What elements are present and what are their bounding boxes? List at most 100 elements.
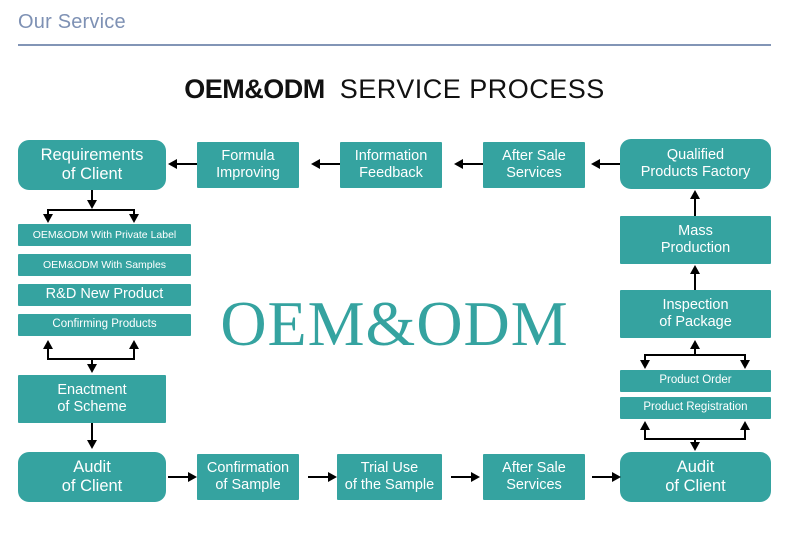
node-product-registration[interactable]: Product Registration: [620, 397, 771, 419]
node-line-1: Mass: [678, 222, 713, 239]
node-line-2: Products Factory: [640, 164, 751, 180]
node-confirming-products[interactable]: Confirming Products: [18, 314, 191, 336]
connector-trial-to-aftersale-line: [451, 476, 471, 478]
connector-order-branch-right-arrow: [740, 360, 750, 369]
node-line-2: Production: [660, 240, 731, 256]
node-line-1: Audit: [676, 457, 715, 476]
node-line-1: Formula: [221, 147, 275, 164]
node-trial-use-of-the-sample[interactable]: Trial Use of the Sample: [337, 454, 442, 500]
connector-aftersale-to-auditright-arrow: [612, 472, 621, 482]
node-line-1: OEM&ODM With Private Label: [32, 228, 177, 241]
connector-auditleft-to-confirmation-line: [168, 476, 188, 478]
connector-aftersale-to-info-line: [463, 163, 483, 165]
header-divider: [18, 44, 771, 46]
node-line-2: of Scheme: [57, 399, 127, 415]
connector-enactment-to-audit-line: [91, 423, 93, 444]
connector-auditleft-to-confirmation-arrow: [188, 472, 197, 482]
connector-audit-up-right: [744, 428, 746, 440]
diagram-title-bold: OEM&ODM: [184, 74, 325, 104]
connector-requirements-stem: [91, 190, 93, 204]
connector-factory-to-aftersale-line: [600, 163, 620, 165]
node-line-2: of Client: [61, 477, 123, 495]
connector-stack-to-enactment-arrow: [87, 364, 97, 373]
node-line-1: Confirmation: [206, 459, 290, 476]
node-oem-odm-private-label[interactable]: OEM&ODM With Private Label: [18, 224, 191, 246]
connector-order-branch-left: [644, 354, 646, 363]
connector-order-to-inspection-stem: [694, 347, 696, 356]
node-line-1: OEM&ODM With Samples: [42, 258, 167, 271]
node-line-1: Product Order: [659, 374, 732, 387]
node-line-1: Information: [354, 147, 428, 164]
node-line-2: of the Sample: [344, 477, 435, 493]
node-requirements-of-client[interactable]: Requirements of Client: [18, 140, 166, 190]
connector-mass-to-factory-arrow: [690, 190, 700, 199]
connector-order-branch-left-arrow: [640, 360, 650, 369]
node-line-1: Audit: [73, 457, 111, 476]
node-formula-improving[interactable]: Formula Improving: [197, 142, 299, 188]
node-line-1: Trial Use: [360, 459, 419, 476]
connector-stack-up-left: [47, 347, 49, 360]
connector-audit-up-right-arrow: [740, 421, 750, 430]
connector-formula-to-requirements-line: [177, 163, 197, 165]
node-line-2: of Client: [665, 477, 726, 495]
connector-mass-to-factory-line: [694, 197, 696, 218]
node-line-1: After Sale: [502, 147, 566, 164]
connector-enactment-to-audit-arrow: [87, 440, 97, 449]
node-line-1: Inspection: [662, 296, 729, 313]
node-line-2: Feedback: [359, 165, 423, 181]
connector-order-branch-right: [744, 354, 746, 363]
node-line-1: After Sale: [502, 459, 566, 476]
node-line-2: Improving: [216, 165, 280, 181]
connector-aftersale-to-auditright-line: [592, 476, 612, 478]
node-line-1: Enactment: [57, 381, 127, 398]
connector-confirmation-to-trial-arrow: [328, 472, 337, 482]
connector-stack-up-right-arrow: [129, 340, 139, 349]
node-audit-of-client-right[interactable]: Audit of Client: [620, 452, 771, 502]
node-line-1: Qualified: [666, 146, 725, 163]
node-line-1: Product Registration: [643, 401, 748, 414]
connector-stack-up-right: [133, 347, 135, 360]
node-inspection-of-package[interactable]: Inspection of Package: [620, 290, 771, 338]
node-oem-odm-with-samples[interactable]: OEM&ODM With Samples: [18, 254, 191, 276]
connector-factory-to-aftersale-arrow: [591, 159, 600, 169]
connector-trial-to-aftersale-arrow: [471, 472, 480, 482]
connector-formula-to-requirements-arrow: [168, 159, 177, 169]
node-confirmation-of-sample[interactable]: Confirmation of Sample: [197, 454, 299, 500]
node-enactment-of-scheme[interactable]: Enactment of Scheme: [18, 375, 166, 423]
connector-requirements-branch-left: [47, 209, 49, 218]
page-title: Our Service: [18, 11, 126, 33]
connector-order-bracket: [644, 354, 746, 356]
node-mass-production[interactable]: Mass Production: [620, 216, 771, 264]
connector-inspection-to-mass-line: [694, 272, 696, 292]
connector-requirements-branch-left-arrow: [43, 214, 53, 223]
node-line-1: Confirming Products: [52, 318, 157, 331]
node-information-feedback[interactable]: Information Feedback: [340, 142, 442, 188]
connector-audit-up-left-arrow: [640, 421, 650, 430]
node-qualified-products-factory[interactable]: Qualified Products Factory: [620, 139, 771, 189]
node-line-2: of Sample: [215, 477, 281, 493]
diagram-title: OEM&ODM SERVICE PROCESS: [0, 74, 789, 105]
connector-stack-to-enactment-stem: [91, 358, 93, 368]
node-after-sale-services-top[interactable]: After Sale Services: [483, 142, 585, 188]
node-line-2: Services: [506, 165, 562, 181]
node-rd-new-product[interactable]: R&D New Product: [18, 284, 191, 306]
connector-requirements-branch-right-arrow: [129, 214, 139, 223]
diagram-title-light: SERVICE PROCESS: [339, 74, 605, 104]
node-line-1: R&D New Product: [45, 286, 164, 303]
node-line-2: of Client: [61, 165, 123, 183]
connector-stack-up-left-arrow: [43, 340, 53, 349]
node-after-sale-services-bottom[interactable]: After Sale Services: [483, 454, 585, 500]
page-header: Our Service: [0, 0, 789, 46]
connector-info-to-formula-arrow: [311, 159, 320, 169]
connector-requirements-bracket: [47, 209, 135, 211]
node-line-2: of Package: [659, 314, 732, 330]
node-product-order[interactable]: Product Order: [620, 370, 771, 392]
connector-audit-up-left: [644, 428, 646, 440]
connector-order-to-inspection-arrow: [690, 340, 700, 349]
node-line-2: Services: [506, 477, 562, 493]
node-audit-of-client-left[interactable]: Audit of Client: [18, 452, 166, 502]
connector-info-to-formula-line: [320, 163, 340, 165]
connector-audit-stem-arrow: [690, 442, 700, 451]
connector-confirmation-to-trial-line: [308, 476, 328, 478]
